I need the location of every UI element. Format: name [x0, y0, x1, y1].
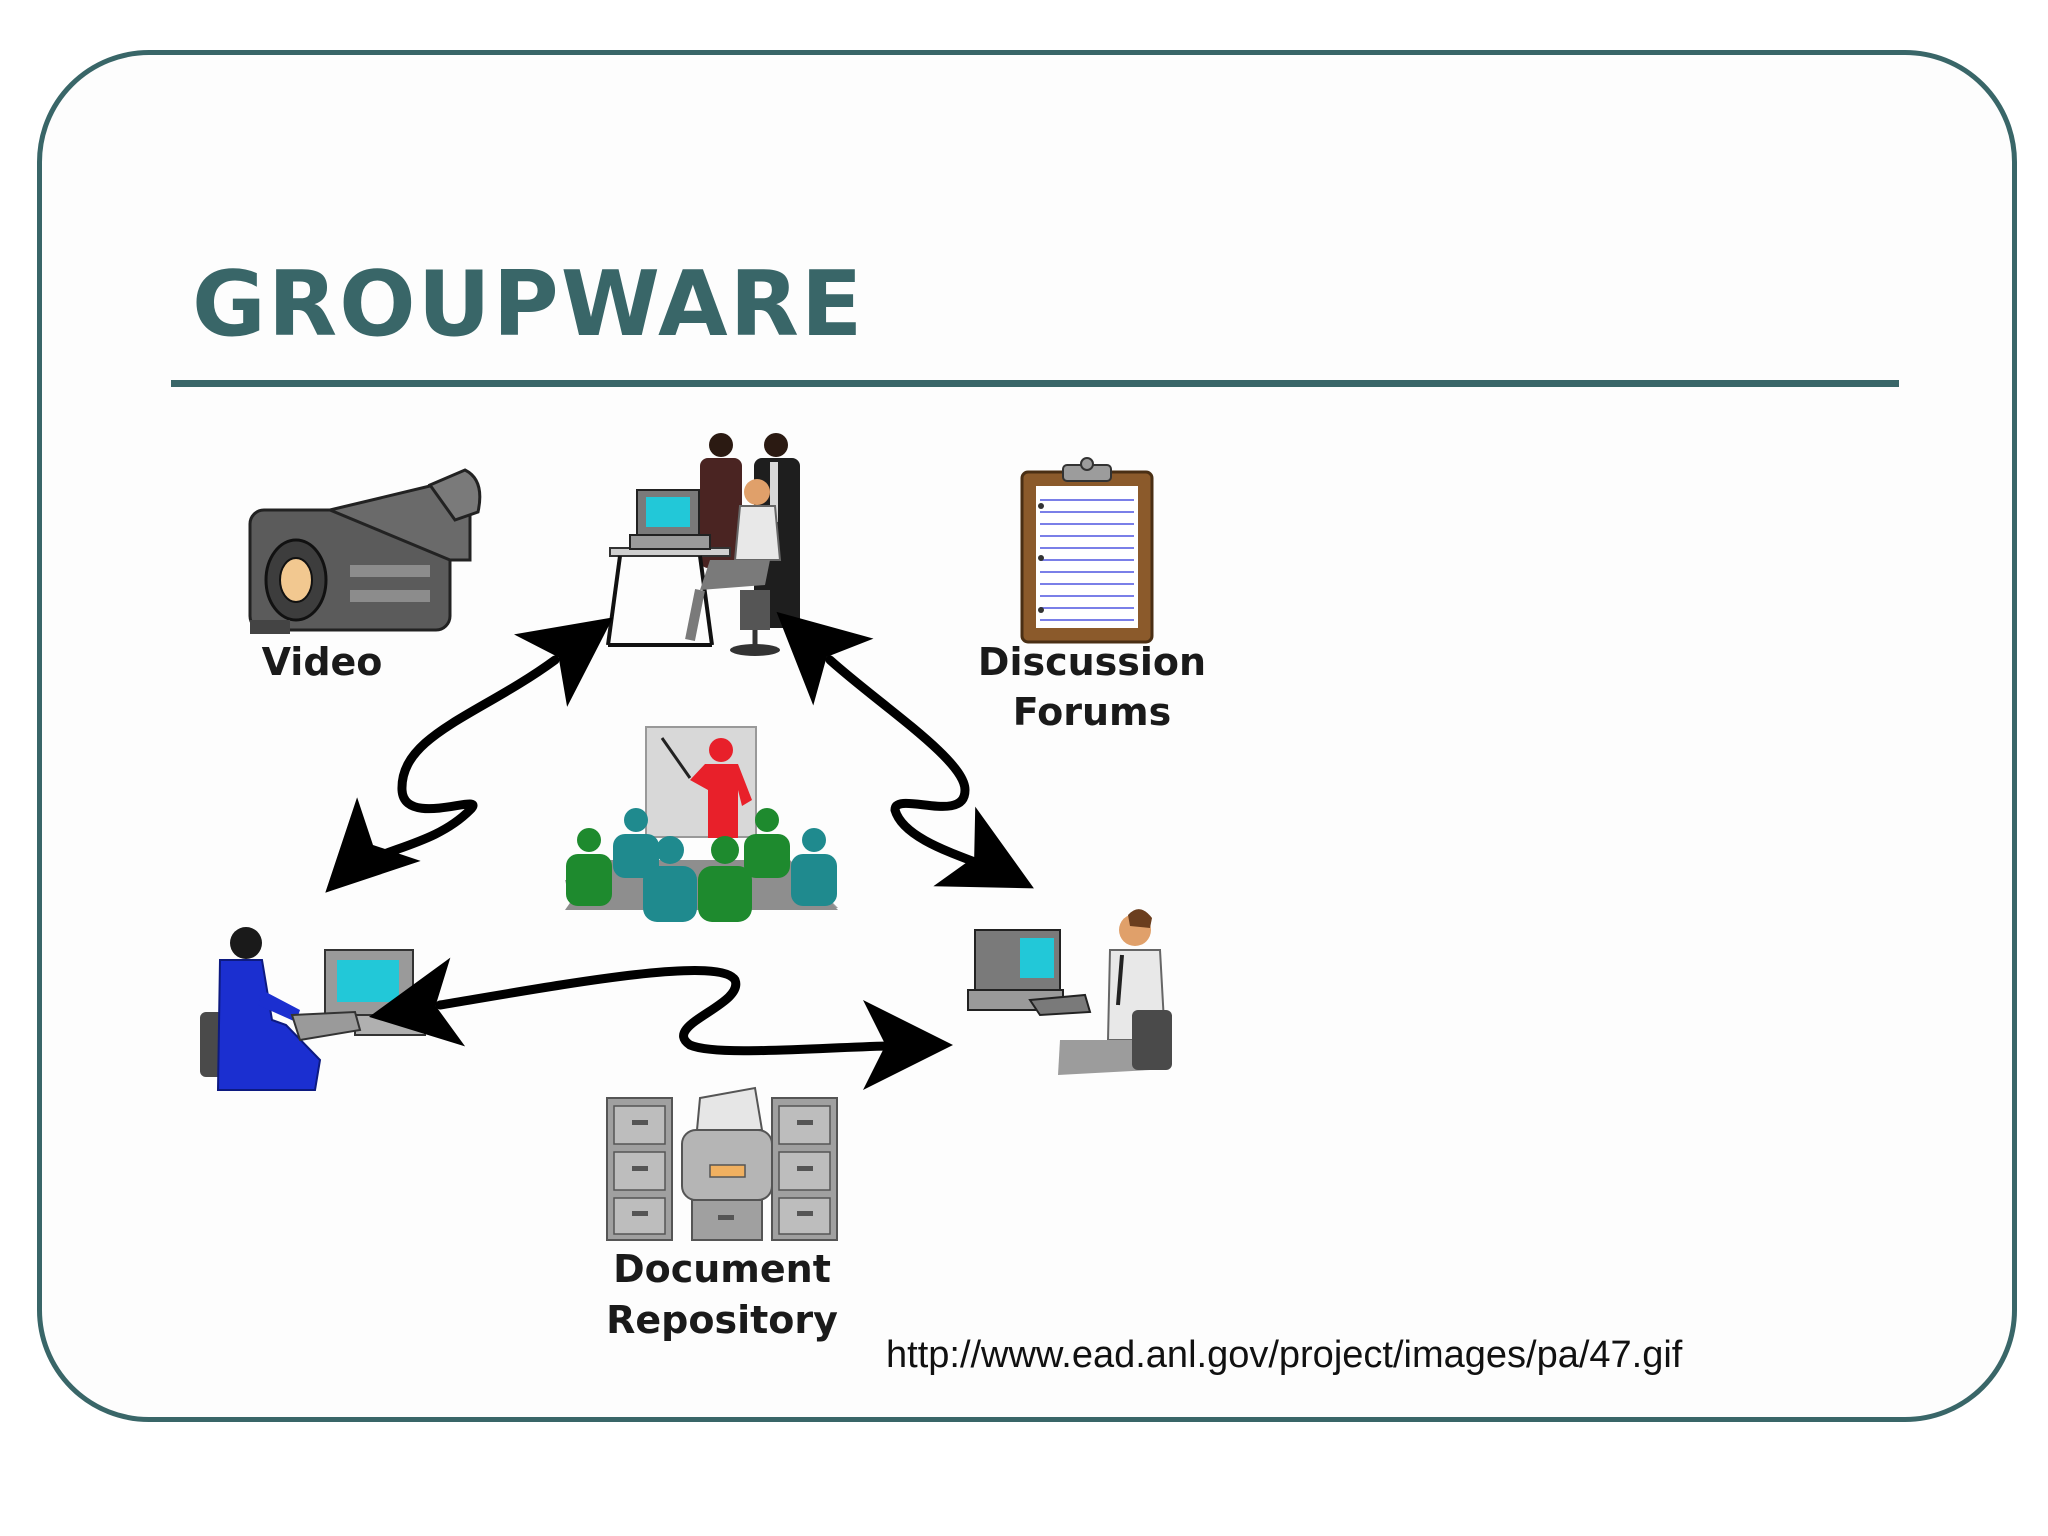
connector-user-left-to-user-right: [368, 957, 953, 1091]
video-label: Video: [262, 640, 383, 684]
connector-team-to-user-left: [325, 617, 614, 893]
video-camera-icon: [248, 468, 482, 634]
file-cabinet-left: [606, 1097, 673, 1241]
clipboard-icon: [1020, 457, 1154, 644]
discussion-forums-label-line1: Discussion: [978, 640, 1206, 684]
copier: [681, 1086, 773, 1241]
discussion-forums-label-line2: Forums: [1013, 690, 1172, 734]
team-at-computer-icon: [606, 433, 800, 656]
file-cabinet-right: [771, 1097, 838, 1241]
connector-team-to-user-right: [776, 611, 1034, 889]
file-cabinets-icon: [606, 1086, 838, 1241]
document-repository-label-line2: Repository: [606, 1298, 838, 1342]
document-repository-label-line1: Document: [613, 1247, 831, 1291]
presentation-meeting-icon: [565, 726, 838, 922]
source-url: http://www.ead.anl.gov/project/images/pa…: [886, 1334, 1683, 1376]
man-at-computer-icon: [967, 909, 1172, 1075]
woman-at-computer-icon: [200, 927, 426, 1091]
title-underline: [171, 380, 1899, 387]
slide-title: GROUPWARE: [192, 252, 865, 357]
